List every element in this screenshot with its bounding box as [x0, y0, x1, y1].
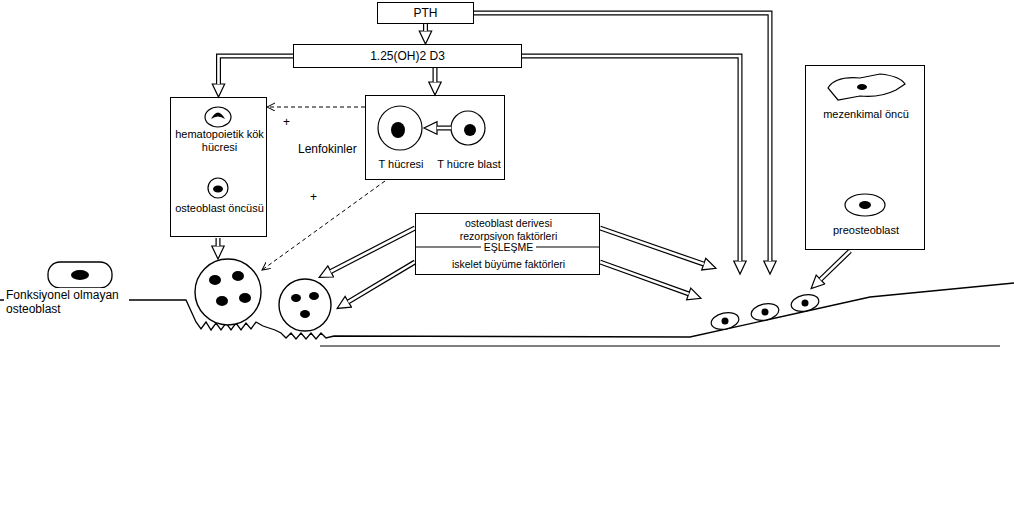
stem-cell: [205, 107, 231, 127]
text-slot: EŞLEŞME: [481, 241, 537, 254]
arrow-outline: [437, 126, 451, 131]
vitamin-box: 1.25(OH)2 D3: [293, 44, 522, 68]
cell-nucleus: [211, 113, 225, 120]
arrow-fill: [331, 228, 415, 272]
arrow-outline: [821, 251, 851, 280]
text-slot: osteoblast öncüsü: [175, 202, 264, 215]
arrow-outline: [423, 24, 428, 31]
cell-label: osteoblast derivesi rezorpsiyon faktörle…: [443, 217, 574, 242]
t-cell: [378, 106, 422, 150]
cell-nucleus: [239, 293, 251, 303]
cell-label: mezenkimal öncü: [808, 108, 924, 121]
lymphokine-label: Lenfokinler: [298, 142, 357, 156]
connector-arrow: [219, 56, 294, 84]
cell-nucleus: [232, 271, 244, 281]
arrow-fill: [348, 262, 415, 302]
dashed-arrow: [262, 181, 385, 270]
cell-label: osteoblast öncüsü: [175, 202, 264, 215]
text-slot: T hücre blast: [435, 158, 503, 171]
connector-arrow: [267, 107, 365, 108]
arrow-fill: [437, 127, 451, 130]
hollow-arrow: [331, 228, 415, 272]
connector-arrow: [435, 68, 436, 82]
hollow-arrow: [348, 262, 415, 302]
cell-label: Fonksiyonel olmayan osteoblast: [4, 288, 129, 317]
cell-label: preosteoblast: [808, 224, 924, 237]
t-cell-box: T hücresiT hücre blast: [365, 95, 505, 180]
cell-nucleus: [213, 186, 223, 193]
bone-baseline: [320, 345, 1000, 346]
cell-nucleus: [216, 296, 228, 306]
cell-nucleus: [71, 270, 89, 280]
hollow-arrow: [600, 262, 689, 294]
hollow-arrow: [600, 228, 704, 264]
label-slot: Lenfokinler: [298, 142, 357, 156]
cell-label: iskelet büyüme faktörleri: [416, 258, 601, 271]
arrow-outline: [216, 238, 221, 246]
arrow-outline: [600, 228, 704, 264]
mesenchymal-cell: [828, 74, 905, 100]
osteoblast-cell: [790, 292, 821, 313]
osteoblast-cell: [750, 301, 781, 322]
cell-nucleus: [802, 300, 809, 307]
text-slot: iskelet büyüme faktörleri: [416, 258, 601, 271]
arrow-fill: [600, 228, 704, 264]
label-slot: +: [283, 115, 290, 129]
arrow-outline: [219, 56, 294, 84]
cell-nucleus: [859, 201, 871, 209]
text-slot: T hücresi: [369, 158, 433, 171]
arrow-fill: [821, 251, 851, 280]
preosteoblast-cell: [845, 194, 885, 216]
cell-nucleus: [464, 124, 476, 136]
precursor-cell: [208, 178, 228, 198]
cell-label: T hücresi: [369, 158, 433, 171]
arrow-fill: [424, 24, 427, 31]
coupling-box: osteoblast derivesi rezorpsiyon faktörle…: [415, 213, 600, 275]
hormone-box: PTH: [377, 2, 474, 24]
divider-label: EŞLEŞME: [481, 241, 537, 254]
box-label: PTH: [414, 6, 438, 20]
osteoclast-cell: [195, 259, 261, 325]
arrow-fill: [219, 56, 294, 84]
t-cell-blast: [451, 111, 485, 145]
cell-nucleus: [722, 318, 729, 325]
arrow-outline: [348, 262, 415, 302]
text-slot: preosteoblast: [808, 224, 924, 237]
cell-nucleus: [309, 292, 319, 300]
cell-nucleus: [291, 294, 301, 302]
connector-arrow: [425, 24, 426, 31]
cell-nucleus: [857, 84, 867, 90]
cell-nucleus: [391, 122, 405, 138]
hollow-arrow: [821, 251, 851, 280]
bone-surface: [0, 283, 1014, 339]
text-slot: osteoblast derivesi rezorpsiyon faktörle…: [443, 217, 574, 242]
arrow-outline: [331, 228, 415, 272]
hollow-arrow: [218, 238, 219, 246]
osteoclast-cell: [279, 279, 331, 331]
arrow-outline: [433, 68, 438, 82]
cell-label: hematopoietik kök hücresi: [175, 128, 264, 154]
label-slot: Fonksiyonel olmayan osteoblast: [4, 288, 129, 317]
mesenchymal-box: mezenkimal öncü preosteoblast: [805, 65, 925, 250]
arrow-fill: [600, 262, 689, 294]
osteoblast-cell: [710, 310, 741, 331]
dashed-line: [267, 107, 365, 108]
label-slot: +: [310, 190, 317, 204]
precursor-box: hematopoietik kök hücresi osteoblast öncü…: [170, 97, 267, 237]
text-slot: mezenkimal öncü: [808, 108, 924, 121]
cell-nucleus: [300, 310, 310, 318]
plus-sign: +: [283, 115, 290, 129]
arrow-fill: [217, 238, 220, 246]
arrow-fill: [434, 68, 437, 82]
osteoblast-cell: [48, 262, 112, 288]
cell-nucleus: [762, 309, 769, 316]
arrow-outline: [600, 262, 689, 294]
text-slot: hematopoietik kök hücresi: [175, 128, 264, 154]
plus-sign: +: [310, 190, 317, 204]
cell-label: T hücre blast: [435, 158, 503, 171]
box-label: 1.25(OH)2 D3: [370, 49, 445, 63]
cell-nucleus: [209, 275, 221, 285]
hollow-arrow: [437, 128, 451, 129]
